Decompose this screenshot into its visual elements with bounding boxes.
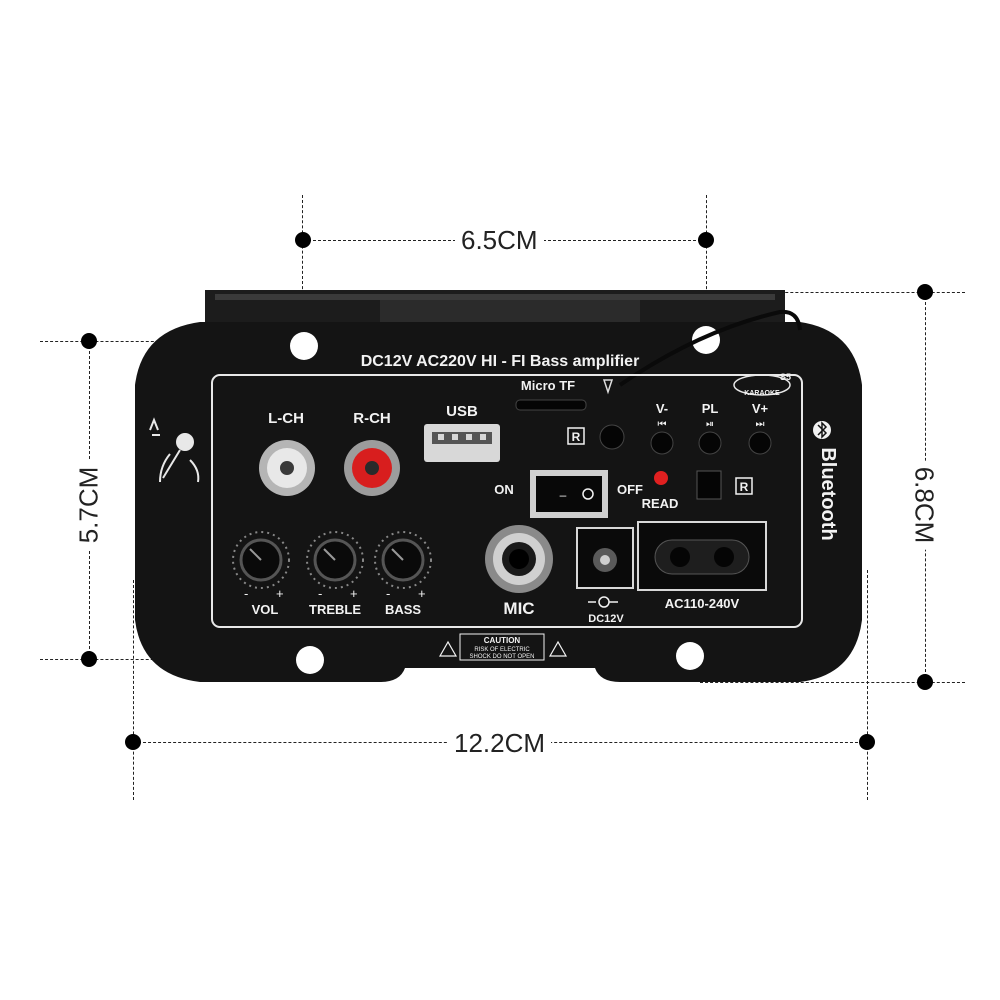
treble-label: TREBLE xyxy=(309,602,361,617)
caution-line2: SHOCK DO NOT OPEN xyxy=(470,654,535,660)
v-plus-label: V+ xyxy=(752,401,769,416)
read-label: READ xyxy=(642,496,679,511)
prev-icon: ⏮ xyxy=(658,419,667,430)
top-right-guide xyxy=(706,195,707,355)
panel-border xyxy=(211,374,803,628)
left-top-dot xyxy=(81,333,97,349)
v-minus-label: V- xyxy=(656,401,668,416)
microphone-logo-icon xyxy=(149,417,200,483)
karaoke-label: KARAOKE xyxy=(744,390,780,397)
next-icon: ⏭ xyxy=(756,419,765,430)
v-minus-button[interactable] xyxy=(650,431,674,455)
pl-button[interactable] xyxy=(698,431,722,455)
read-led xyxy=(654,471,668,485)
r-mark-top: R xyxy=(572,430,581,444)
right-top-dot xyxy=(917,284,933,300)
rch-label: R-CH xyxy=(353,410,391,427)
mount-hole-top-left xyxy=(290,332,318,360)
left-bottom-dot xyxy=(81,651,97,667)
bottom-right-dot xyxy=(859,734,875,750)
panel-plate xyxy=(135,322,862,682)
treble-plus: + xyxy=(350,586,358,601)
ac-label: AC110-240V xyxy=(665,596,740,611)
lch-label: L-CH xyxy=(268,410,304,427)
mic-jack[interactable] xyxy=(485,525,553,593)
bass-minus: - xyxy=(386,586,390,601)
ac-power-socket[interactable] xyxy=(637,521,767,591)
mount-hole-bottom-left xyxy=(296,646,324,674)
antenna-wire xyxy=(618,309,802,387)
bluetooth-icon xyxy=(813,421,831,439)
bass-label: BASS xyxy=(385,602,421,617)
bluetooth-label: Bluetooth xyxy=(817,447,839,540)
mount-hole-bottom-right xyxy=(676,642,704,670)
ir-receiver xyxy=(599,424,625,450)
bass-plus: + xyxy=(418,586,426,601)
dc12v-label: DC12V xyxy=(588,613,624,625)
pl-label: PL xyxy=(702,401,719,416)
vol-knob[interactable] xyxy=(232,531,290,589)
mic-label: MIC xyxy=(503,599,534,618)
s5-label: S5 xyxy=(780,372,791,382)
right-bottom-dot xyxy=(917,674,933,690)
caution-label: CAUTION xyxy=(484,636,521,645)
dc-jack[interactable] xyxy=(576,527,634,589)
caution-warning-icon xyxy=(438,640,568,657)
ir-sensor xyxy=(696,470,722,500)
top-left-guide xyxy=(302,195,303,365)
rca-jack-left[interactable] xyxy=(259,440,315,496)
bottom-left-guide xyxy=(133,580,134,800)
svg-text:–: – xyxy=(560,488,567,502)
right-top-guide xyxy=(760,292,965,293)
panel-title: DC12V AC220V HI - FI Bass amplifier xyxy=(361,353,640,370)
karaoke-logo-icon: S5 KARAOKE xyxy=(733,372,791,397)
power-switch[interactable]: – xyxy=(530,470,608,518)
bass-knob[interactable] xyxy=(374,531,432,589)
micro-tf-label: Micro TF xyxy=(521,378,575,393)
vol-minus: - xyxy=(244,586,248,601)
vol-label: VOL xyxy=(252,602,279,617)
dc-polarity-icon xyxy=(588,596,618,608)
top-left-dot xyxy=(295,232,311,248)
micro-tf-slot[interactable] xyxy=(515,399,587,411)
vol-plus: + xyxy=(276,586,284,601)
play-pause-icon: ⏯ xyxy=(706,419,714,430)
bottom-right-guide xyxy=(867,570,868,800)
tf-insert-arrow-icon xyxy=(602,379,614,395)
bottom-width-label: 12.2CM xyxy=(448,728,552,758)
treble-minus: - xyxy=(318,586,322,601)
v-plus-button[interactable] xyxy=(748,431,772,455)
caution-line1: RISK OF ELECTRIC xyxy=(474,647,530,653)
off-label: OFF xyxy=(617,482,643,497)
on-label: ON xyxy=(494,482,514,497)
bottom-left-dot xyxy=(125,734,141,750)
top-right-dot xyxy=(698,232,714,248)
right-bottom-guide xyxy=(700,682,965,683)
usb-label: USB xyxy=(446,403,478,420)
top-width-label: 6.5CM xyxy=(455,225,544,255)
treble-knob[interactable] xyxy=(306,531,364,589)
usb-port[interactable] xyxy=(424,424,500,462)
rca-jack-right[interactable] xyxy=(344,440,400,496)
r-mark-bottom: R xyxy=(740,480,749,494)
